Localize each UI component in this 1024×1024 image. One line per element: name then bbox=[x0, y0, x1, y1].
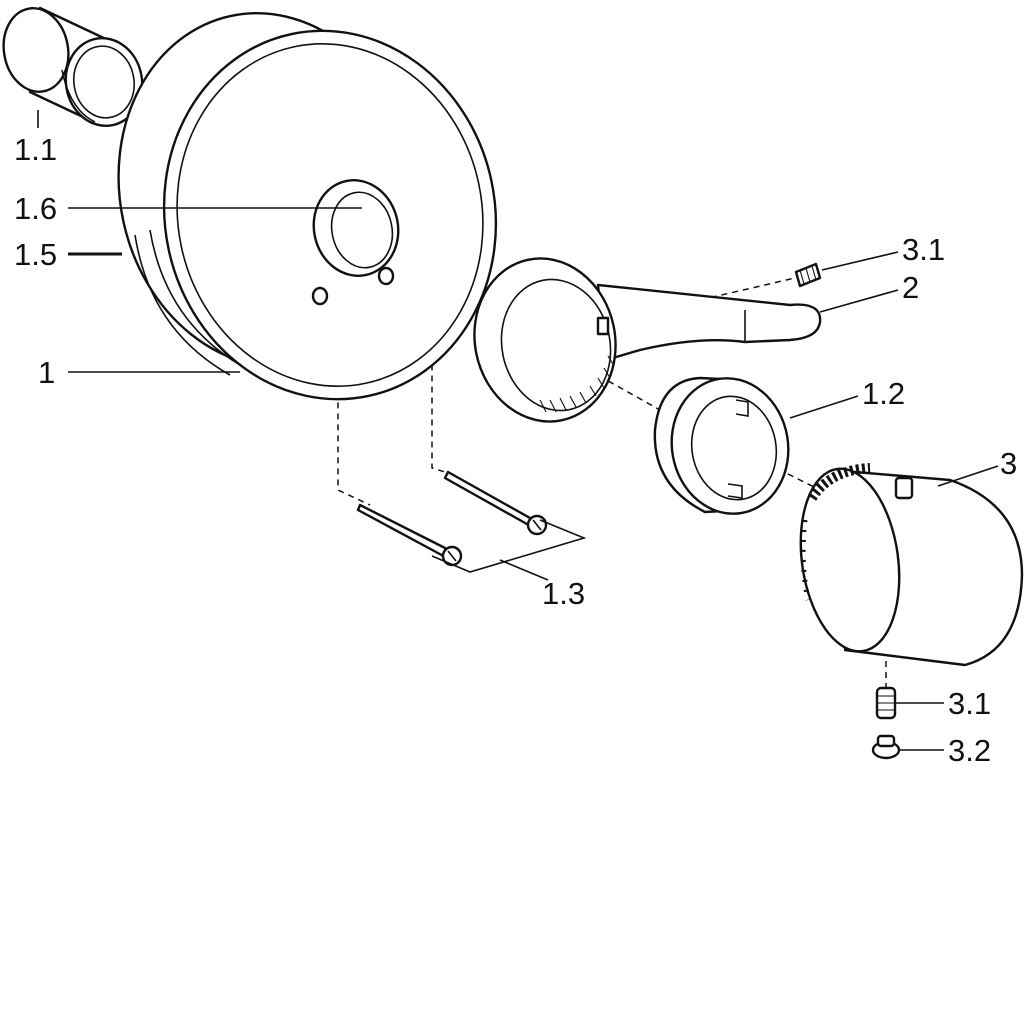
label-1-3: 1.3 bbox=[542, 576, 585, 611]
part-ring-1-2 bbox=[653, 376, 790, 515]
part-screws-1-3 bbox=[356, 470, 548, 567]
part-sleeve-1-1 bbox=[2, 6, 144, 128]
label-2: 2 bbox=[902, 270, 919, 305]
label-1-1: 1.1 bbox=[14, 132, 57, 167]
leader-lines bbox=[37, 110, 999, 751]
part-rosette-plate-1 bbox=[117, 11, 498, 401]
part-grub-screw-3-1-bottom bbox=[875, 686, 897, 720]
label-3-2: 3.2 bbox=[948, 733, 991, 768]
label-1-6: 1.6 bbox=[14, 191, 57, 226]
part-cap-3-2 bbox=[871, 734, 901, 760]
label-3: 3 bbox=[1000, 446, 1017, 481]
part-grub-screw-3-1-top bbox=[794, 262, 822, 288]
label-3-1-bottom: 3.1 bbox=[948, 686, 991, 721]
label-1-5: 1.5 bbox=[14, 237, 57, 272]
part-wrench-2 bbox=[473, 257, 822, 423]
part-handle-3 bbox=[799, 463, 1024, 667]
label-1: 1 bbox=[38, 355, 55, 390]
label-1-2: 1.2 bbox=[862, 376, 905, 411]
label-3-1-top: 3.1 bbox=[902, 232, 945, 267]
